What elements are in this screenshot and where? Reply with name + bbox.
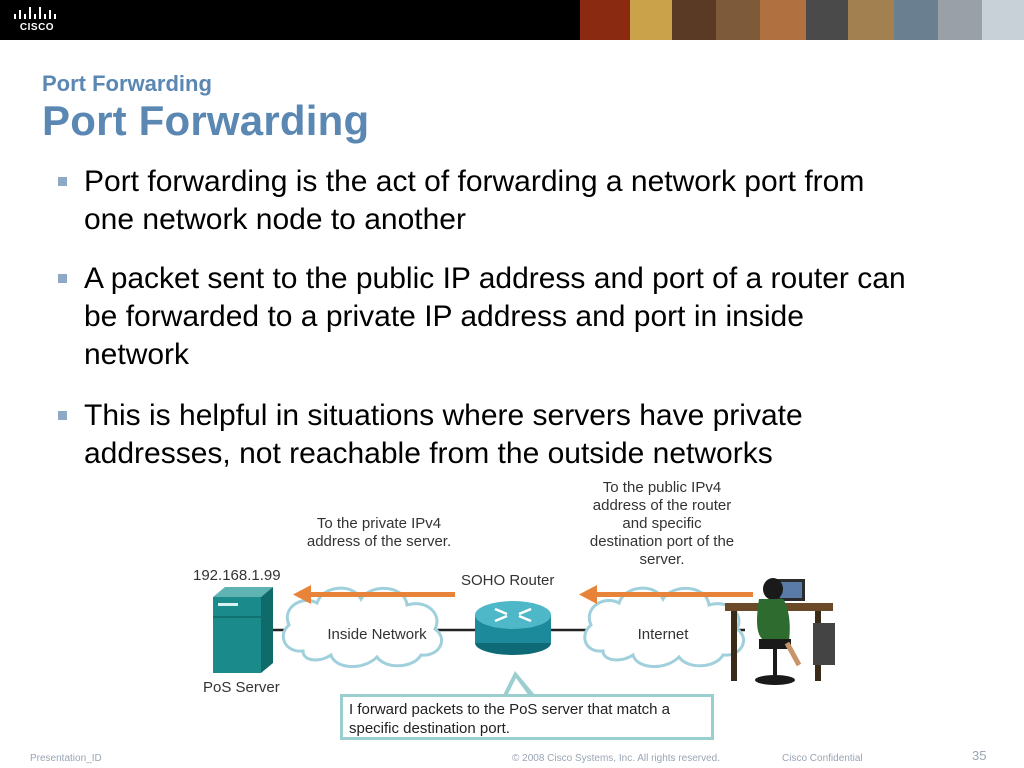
router-label: SOHO Router [461,572,555,589]
public-address-note: To the public IPv4 address of the router… [589,479,735,568]
inside-network-label: Inside Network [327,626,427,643]
photo-tile [760,0,806,40]
header-bar: CISCO [0,0,1024,40]
cisco-bridge-icon [14,7,56,19]
slide-title: Port Forwarding [42,97,370,144]
photo-tile [672,0,716,40]
bullet-square-icon [58,274,67,283]
photo-tile [580,0,630,40]
photo-strip [580,0,1024,40]
photo-tile [848,0,894,40]
inside-network-cloud-icon [281,586,443,668]
cisco-logo: CISCO [11,5,63,35]
footer-confidential: Cisco Confidential [782,753,863,764]
soho-router-icon [475,601,551,655]
bullet-square-icon [58,411,67,420]
bullet-item: A packet sent to the public IP address a… [58,260,918,374]
router-callout: I forward packets to the PoS server that… [340,694,714,740]
forward-arrow-public [579,585,753,604]
footer-presentation-id: Presentation_ID [30,753,102,764]
forward-arrow-private [293,585,455,604]
photo-tile [806,0,848,40]
bullet-text: This is helpful in situations where serv… [84,399,803,470]
person-at-desk-icon [725,578,835,685]
logo-text: CISCO [19,22,55,33]
bullet-item: This is helpful in situations where serv… [58,397,918,473]
bullet-text: A packet sent to the public IP address a… [84,262,906,371]
photo-tile [716,0,760,40]
photo-tile [982,0,1024,40]
private-address-note: To the private IPv4 address of the serve… [306,515,452,550]
photo-tile [938,0,982,40]
bullet-text: Port forwarding is the act of forwarding… [84,165,865,236]
internet-label: Internet [637,626,689,643]
diagram-graphics [213,578,835,696]
callout-pointer-inner [507,678,529,696]
server-ip-label: 192.168.1.99 [193,567,281,584]
slide-subtitle: Port Forwarding [42,71,212,96]
callout-text: I forward packets to the PoS server that… [349,701,670,737]
bullet-item: Port forwarding is the act of forwarding… [58,163,918,239]
bullet-square-icon [58,177,67,186]
network-diagram: 192.168.1.99 PoS Server SOHO Router Insi… [185,475,850,750]
photo-tile [630,0,672,40]
photo-tile [894,0,938,40]
page-number: 35 [972,748,987,763]
footer-copyright: © 2008 Cisco Systems, Inc. All rights re… [512,753,721,764]
pos-server-icon [213,587,273,673]
server-name-label: PoS Server [203,679,280,696]
